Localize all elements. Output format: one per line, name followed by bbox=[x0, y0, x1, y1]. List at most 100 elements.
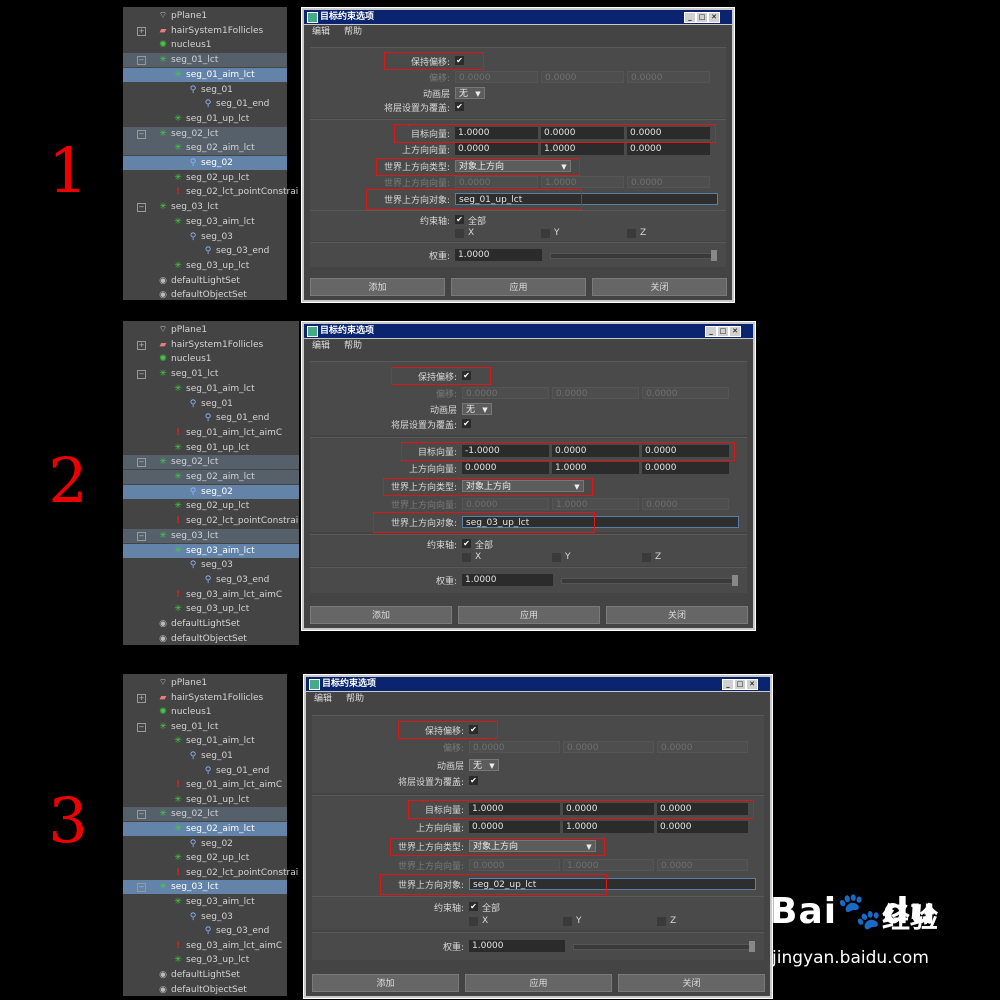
world-up-type-dropdown[interactable]: 对象上方向▼ bbox=[462, 480, 584, 492]
outliner-row[interactable]: −✳seg_02_lct bbox=[123, 807, 287, 822]
outliner-row[interactable]: ✳seg_01_aim_lct bbox=[123, 382, 299, 396]
slider-handle[interactable] bbox=[732, 575, 738, 586]
animation-layer-dropdown[interactable]: 无▼ bbox=[455, 87, 485, 99]
outliner-row[interactable]: ✳seg_02_aim_lct bbox=[123, 141, 287, 156]
outliner-row[interactable]: −✳seg_01_lct bbox=[123, 720, 287, 734]
add-button[interactable]: 添加 bbox=[310, 606, 452, 624]
expand-toggle-icon[interactable]: − bbox=[137, 810, 146, 820]
outliner-row[interactable]: ⚲seg_03_end bbox=[123, 244, 287, 258]
animation-layer-dropdown[interactable]: 无▼ bbox=[462, 403, 492, 415]
outliner-row[interactable]: ⚲seg_01 bbox=[123, 83, 287, 97]
outliner-row[interactable]: ✳seg_03_up_lct bbox=[123, 259, 287, 273]
up-vector-field[interactable]: 0.0000 bbox=[455, 143, 538, 155]
expand-toggle-icon[interactable]: + bbox=[137, 26, 146, 36]
outliner-row[interactable]: ✳seg_02_up_lct bbox=[123, 499, 299, 513]
outliner-row[interactable]: +▰hairSystem1Follicles bbox=[123, 24, 287, 38]
axis-checkbox[interactable] bbox=[455, 229, 464, 238]
outliner-row[interactable]: ✳seg_02_up_lct bbox=[123, 851, 287, 865]
expand-toggle-icon[interactable]: − bbox=[137, 56, 146, 66]
expand-toggle-icon[interactable]: + bbox=[137, 693, 146, 703]
aim-vector-field[interactable]: 0.0000 bbox=[642, 445, 729, 457]
animation-layer-dropdown[interactable]: 无▼ bbox=[469, 759, 499, 771]
axis-checkbox[interactable] bbox=[642, 553, 651, 562]
outliner-row[interactable]: ⚲seg_01 bbox=[123, 749, 287, 763]
expand-toggle-icon[interactable]: − bbox=[137, 370, 146, 380]
override-checkbox[interactable]: ✔ bbox=[462, 419, 471, 428]
outliner-row[interactable]: ⚲seg_02 bbox=[123, 156, 287, 170]
outliner-row[interactable]: −✳seg_02_lct bbox=[123, 455, 299, 470]
outliner-row[interactable]: ⚲seg_02 bbox=[123, 484, 299, 499]
weight-field[interactable]: 1.0000 bbox=[469, 940, 565, 952]
outliner-row[interactable]: !seg_03_aim_lct_aimC bbox=[123, 939, 287, 953]
outliner-row[interactable]: −✳seg_01_lct bbox=[123, 367, 299, 381]
axis-checkbox[interactable] bbox=[469, 917, 478, 926]
outliner-row[interactable]: −✳seg_02_lct bbox=[123, 126, 287, 141]
up-vector-field[interactable]: 1.0000 bbox=[541, 143, 624, 155]
minimize-icon[interactable]: _ bbox=[705, 326, 717, 337]
weight-field[interactable]: 1.0000 bbox=[455, 249, 542, 261]
close-icon[interactable]: ✕ bbox=[729, 326, 741, 337]
weight-slider[interactable] bbox=[561, 575, 738, 586]
world-up-object-field[interactable]: seg_02_up_lct bbox=[469, 878, 756, 890]
axis-checkbox[interactable] bbox=[552, 553, 561, 562]
maximize-icon[interactable]: □ bbox=[696, 12, 708, 23]
outliner-row[interactable]: ⌔pPlane1 bbox=[123, 676, 287, 690]
outliner-row[interactable]: ⌔pPlane1 bbox=[123, 323, 299, 337]
outliner-row[interactable]: ⌔pPlane1 bbox=[123, 9, 287, 23]
maximize-icon[interactable]: □ bbox=[734, 679, 746, 690]
outliner-row[interactable]: ✳seg_03_aim_lct bbox=[123, 543, 299, 558]
outliner-row[interactable]: +▰hairSystem1Follicles bbox=[123, 691, 287, 705]
menu-item[interactable]: 编辑 bbox=[312, 341, 331, 351]
outliner-row[interactable]: ◉defaultObjectSet bbox=[123, 288, 287, 302]
maintain-offset-checkbox[interactable]: ✔ bbox=[462, 371, 471, 380]
expand-toggle-icon[interactable]: − bbox=[137, 531, 146, 541]
outliner-row[interactable]: ✳seg_02_aim_lct bbox=[123, 470, 299, 484]
title-bar[interactable]: 目标约束选项_□✕ bbox=[304, 324, 753, 338]
world-up-type-dropdown[interactable]: 对象上方向▼ bbox=[455, 160, 571, 172]
outliner-row[interactable]: ⚲seg_03 bbox=[123, 910, 287, 924]
outliner-row[interactable]: !seg_01_aim_lct_aimC bbox=[123, 778, 287, 792]
aim-vector-field[interactable]: 0.0000 bbox=[552, 445, 639, 457]
expand-toggle-icon[interactable]: − bbox=[137, 203, 146, 213]
outliner-row[interactable]: ◉defaultObjectSet bbox=[123, 632, 299, 646]
close-button[interactable]: 关闭 bbox=[592, 278, 727, 296]
expand-toggle-icon[interactable]: − bbox=[137, 883, 146, 893]
world-up-object-field[interactable]: seg_01_up_lct bbox=[455, 193, 718, 205]
add-button[interactable]: 添加 bbox=[312, 974, 459, 992]
aim-vector-field[interactable]: 0.0000 bbox=[627, 127, 710, 139]
override-checkbox[interactable]: ✔ bbox=[455, 102, 464, 111]
outliner-row[interactable]: ⚲seg_01_end bbox=[123, 411, 299, 425]
aim-vector-field[interactable]: 1.0000 bbox=[455, 127, 538, 139]
slider-handle[interactable] bbox=[749, 941, 755, 952]
outliner-row[interactable]: ✳seg_03_up_lct bbox=[123, 953, 287, 967]
title-bar[interactable]: 目标约束选项_□✕ bbox=[306, 677, 770, 691]
outliner-row[interactable]: ⚲seg_02 bbox=[123, 837, 287, 851]
outliner-panel[interactable]: ⌔pPlane1+▰hairSystem1Follicles✺nucleus1−… bbox=[123, 674, 298, 997]
all-axes-checkbox[interactable]: ✔ bbox=[455, 215, 464, 224]
outliner-row[interactable]: ✺nucleus1 bbox=[123, 352, 299, 366]
outliner-row[interactable]: ✺nucleus1 bbox=[123, 705, 287, 719]
up-vector-field[interactable]: 0.0000 bbox=[462, 462, 549, 474]
up-vector-field[interactable]: 1.0000 bbox=[563, 821, 654, 833]
outliner-row[interactable]: ✳seg_02_up_lct bbox=[123, 171, 287, 185]
outliner-panel[interactable]: ⌔pPlane1+▰hairSystem1Follicles✺nucleus1−… bbox=[123, 321, 299, 645]
outliner-row[interactable]: ✳seg_03_aim_lct bbox=[123, 895, 287, 909]
outliner-row[interactable]: ⚲seg_01_end bbox=[123, 764, 287, 778]
outliner-row[interactable]: !seg_02_lct_pointConstrai bbox=[123, 185, 298, 199]
outliner-row[interactable]: ✳seg_01_aim_lct bbox=[123, 67, 287, 82]
outliner-row[interactable]: −✳seg_03_lct bbox=[123, 200, 287, 214]
maintain-offset-checkbox[interactable]: ✔ bbox=[469, 725, 478, 734]
outliner-row[interactable]: ✳seg_01_up_lct bbox=[123, 793, 287, 807]
outliner-row[interactable]: ⚲seg_03_end bbox=[123, 924, 287, 938]
weight-slider[interactable] bbox=[550, 250, 717, 261]
menu-item[interactable]: 帮助 bbox=[344, 27, 363, 37]
outliner-row[interactable]: ◉defaultObjectSet bbox=[123, 983, 287, 997]
outliner-row[interactable]: ✳seg_03_aim_lct bbox=[123, 215, 287, 229]
outliner-row[interactable]: ✳seg_01_up_lct bbox=[123, 112, 287, 126]
outliner-row[interactable]: !seg_03_aim_lct_aimC bbox=[123, 588, 299, 602]
slider-handle[interactable] bbox=[711, 250, 717, 261]
menu-item[interactable]: 帮助 bbox=[344, 341, 363, 351]
axis-checkbox[interactable] bbox=[541, 229, 550, 238]
up-vector-field[interactable]: 0.0000 bbox=[657, 821, 748, 833]
expand-toggle-icon[interactable]: + bbox=[137, 340, 146, 350]
